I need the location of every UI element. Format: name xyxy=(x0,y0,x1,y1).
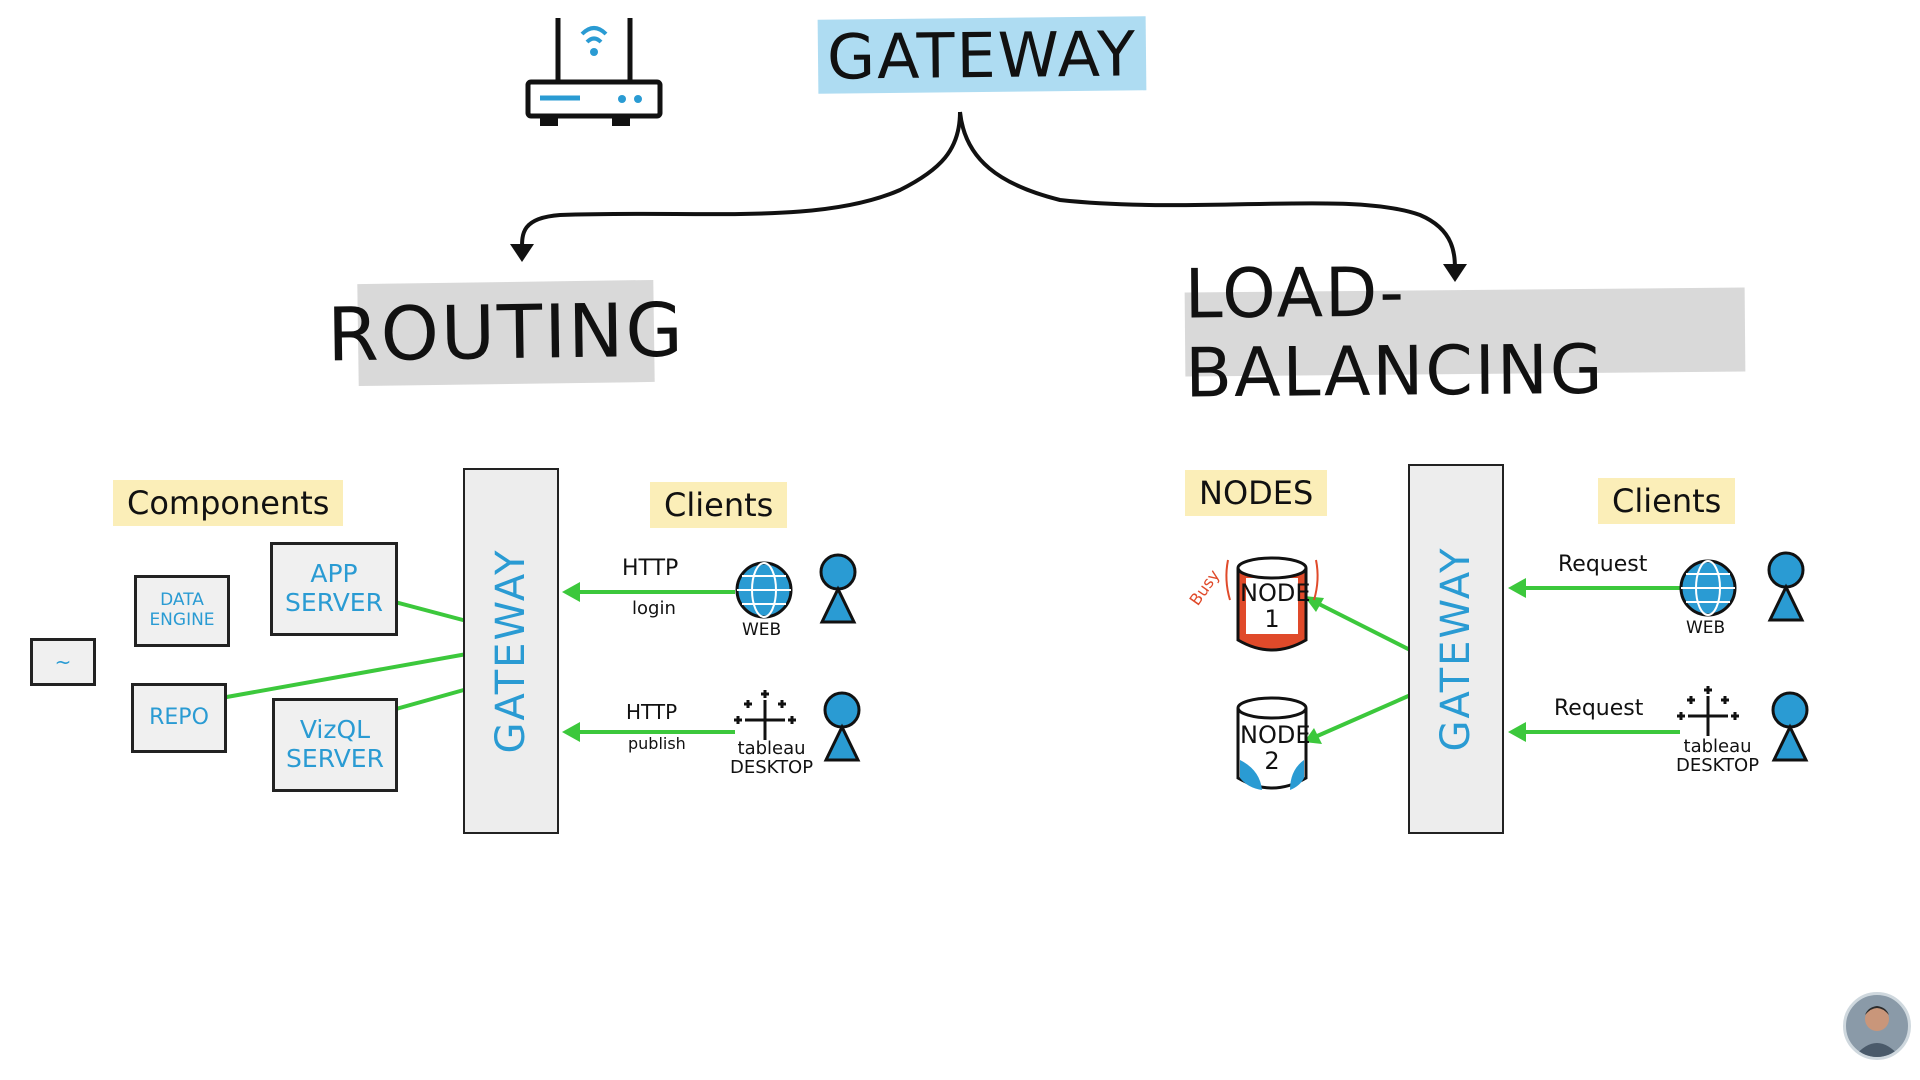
routing-login-protocol: HTTP xyxy=(622,556,679,581)
tableau-icon xyxy=(734,690,796,740)
lb-web-request-label: Request xyxy=(1558,552,1648,577)
node-2-number: 2 xyxy=(1264,747,1280,776)
unlabeled-component-box: ~ xyxy=(30,638,96,686)
node-1-text: NODE 1 xyxy=(1240,579,1311,634)
node-1-label: NODE xyxy=(1240,579,1311,607)
globe-icon xyxy=(735,561,793,619)
node-1-number: 1 xyxy=(1264,605,1280,634)
app-server-label: APP SERVER xyxy=(285,559,383,617)
person-icon xyxy=(1767,551,1805,622)
person-icon xyxy=(819,553,857,624)
routing-clients-label: Clients xyxy=(650,482,788,528)
vizql-server-label: VizQL SERVER xyxy=(286,715,384,773)
data-engine-box: DATA ENGINE xyxy=(134,575,230,647)
lb-web-client-label: WEB xyxy=(1686,618,1726,638)
node-2-label: NODE xyxy=(1240,721,1311,749)
routing-gateway-label: GATEWAY xyxy=(488,548,534,754)
node-2-cylinder xyxy=(1236,696,1308,790)
lb-desktop-request-label: Request xyxy=(1554,696,1644,721)
repo-label: REPO xyxy=(149,705,209,731)
routing-login-action: login xyxy=(632,598,676,619)
lb-gateway-label: GATEWAY xyxy=(1433,546,1479,752)
app-server-box: APP SERVER xyxy=(270,542,398,636)
data-engine-label: DATA ENGINE xyxy=(149,590,215,630)
unlabeled-component-label: ~ xyxy=(54,649,72,674)
lb-gateway-column: GATEWAY xyxy=(1408,464,1504,834)
routing-publish-action: publish xyxy=(628,734,686,753)
node-1-cylinder xyxy=(1225,556,1319,652)
repo-box: REPO xyxy=(131,683,227,753)
components-label: Components xyxy=(113,480,344,526)
node-2-text: NODE 2 xyxy=(1240,721,1311,776)
vizql-server-box: VizQL SERVER xyxy=(272,698,398,792)
lb-clients-label: Clients xyxy=(1598,478,1736,524)
avatar-icon xyxy=(1843,992,1911,1060)
tableau-icon xyxy=(1677,686,1739,736)
routing-tableau-client-label: tableau DESKTOP xyxy=(730,738,814,778)
person-icon xyxy=(823,691,861,762)
routing-web-client-label: WEB xyxy=(742,620,782,640)
lb-tableau-client-label: tableau DESKTOP xyxy=(1676,736,1760,776)
nodes-label: NODES xyxy=(1185,470,1328,516)
routing-gateway-column: GATEWAY xyxy=(463,468,559,834)
person-icon xyxy=(1771,691,1809,762)
routing-publish-protocol: HTTP xyxy=(626,700,678,724)
globe-icon xyxy=(1679,559,1737,617)
router-icon xyxy=(525,18,663,126)
